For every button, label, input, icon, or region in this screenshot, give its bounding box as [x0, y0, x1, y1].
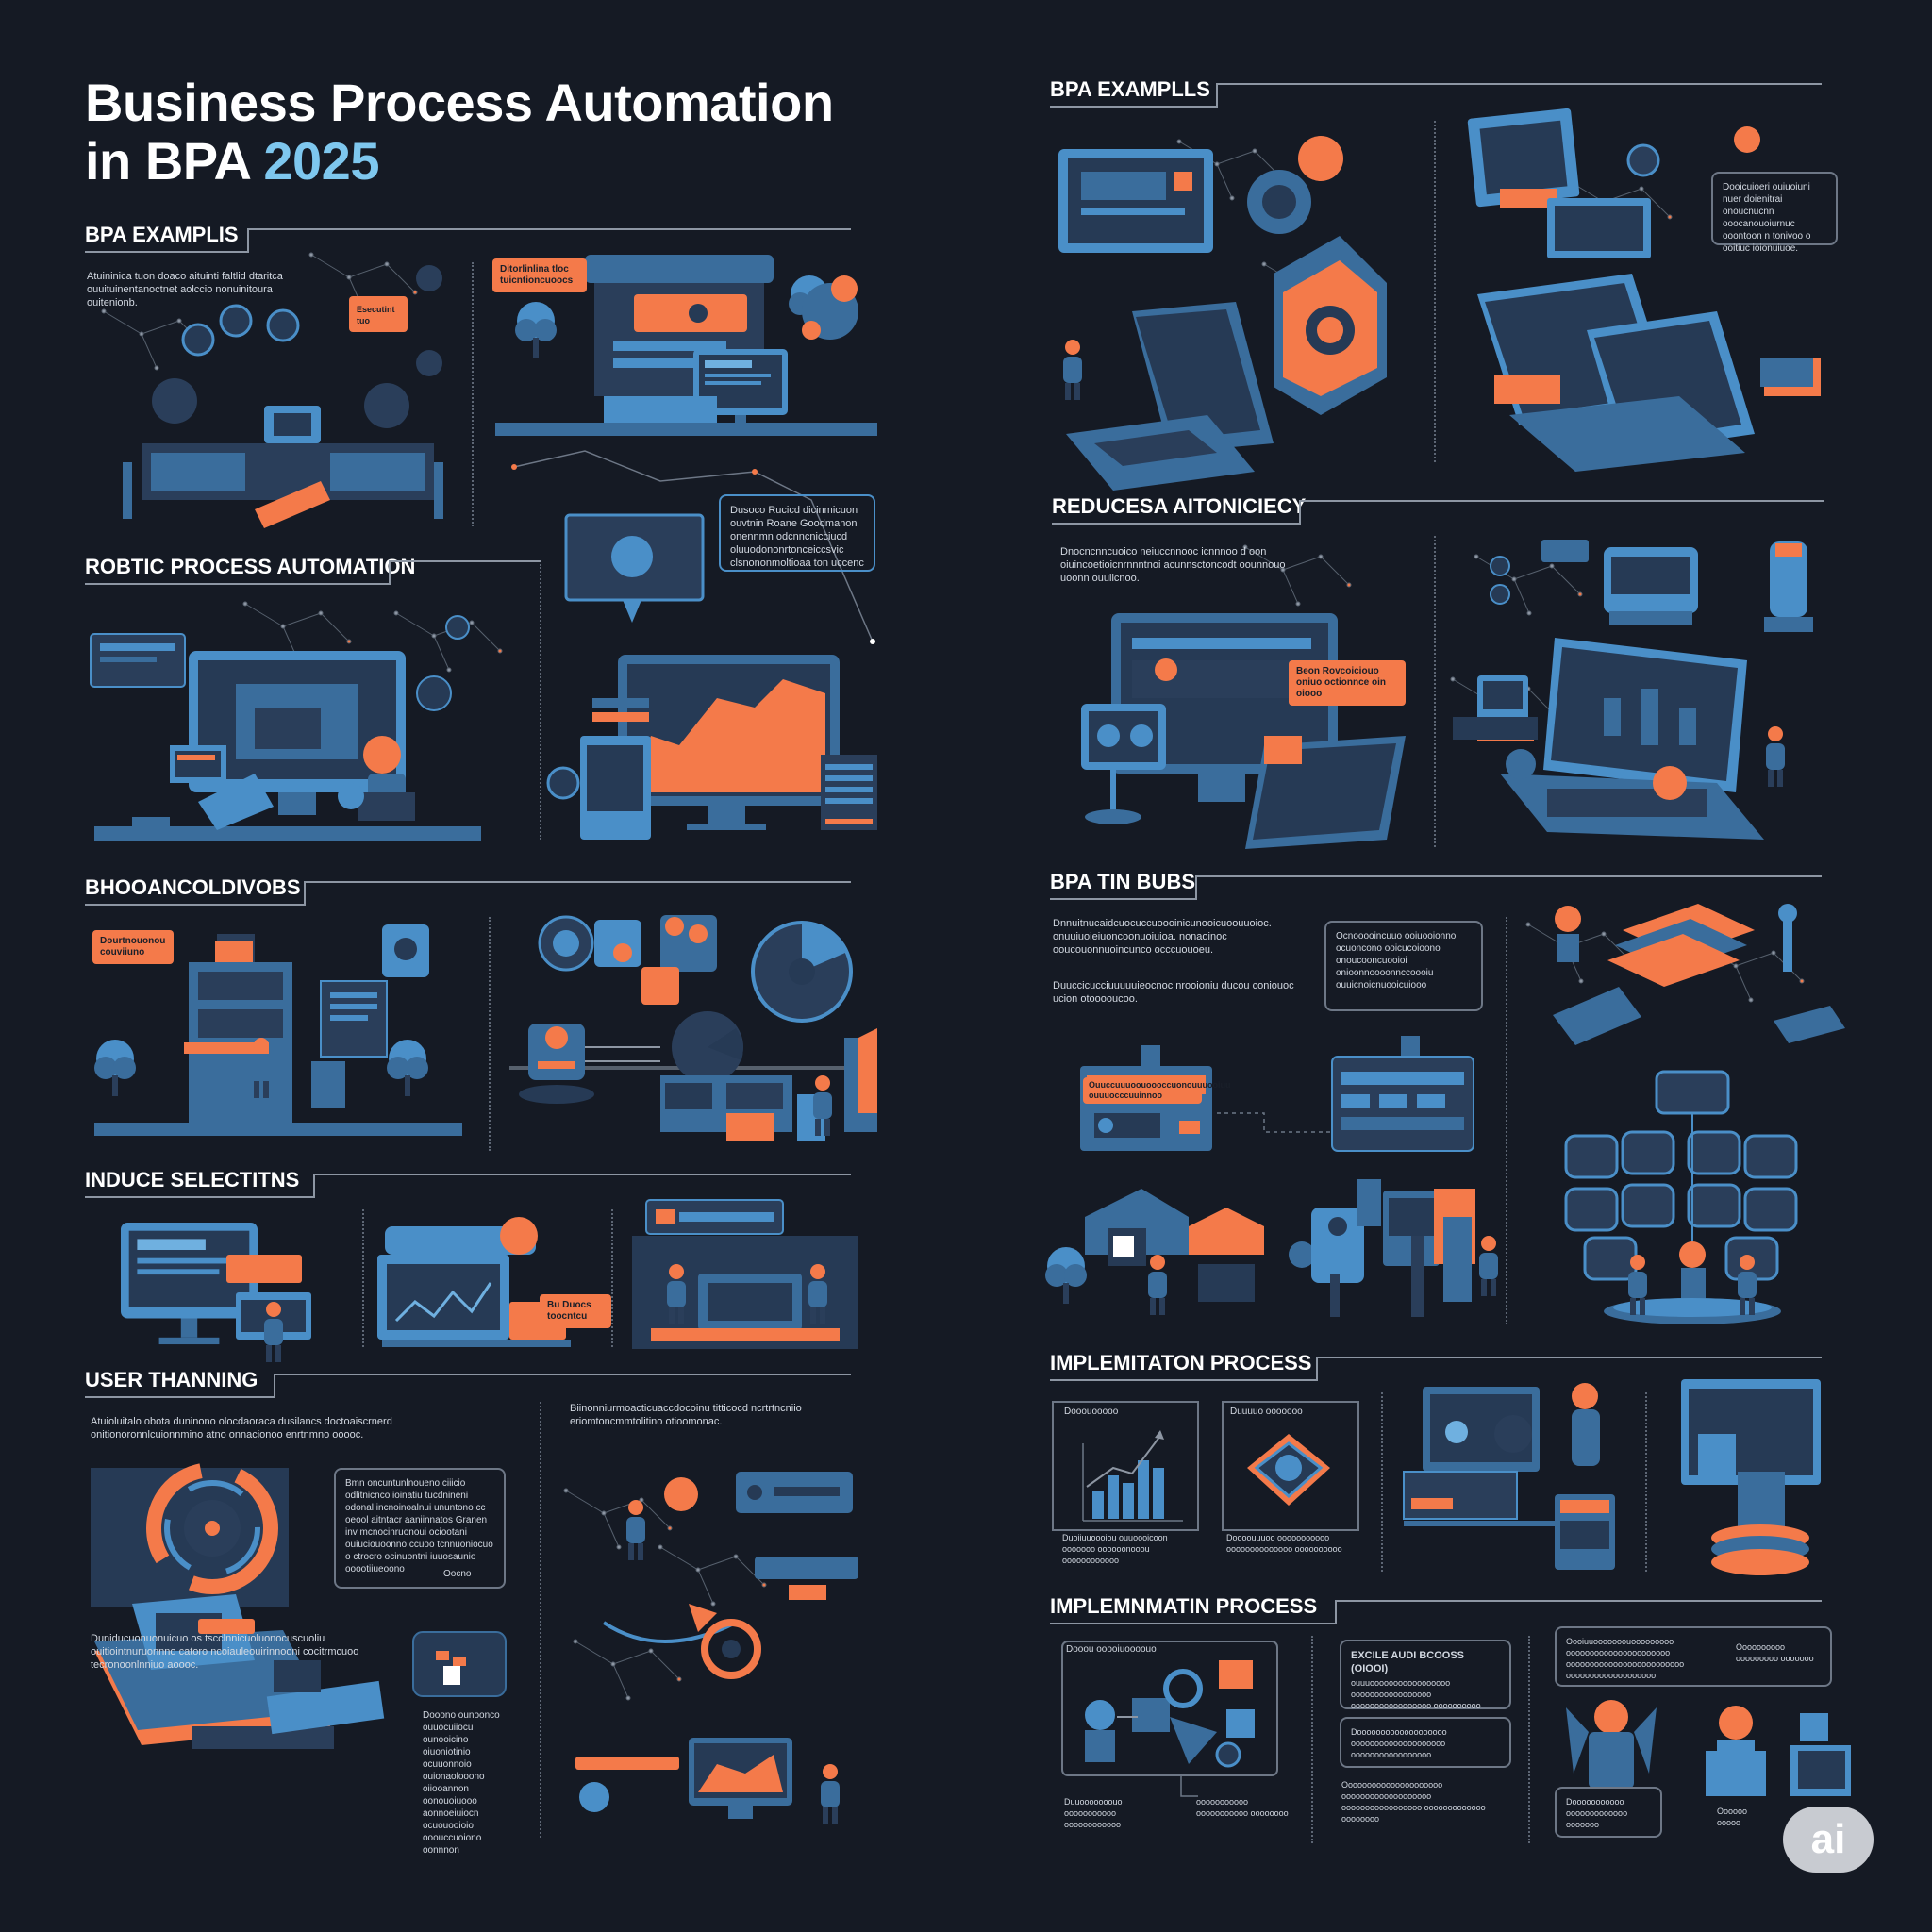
ai-badge: ai [1783, 1807, 1874, 1873]
section-title-l2: ROBTIC PROCESS AUTOMATION [85, 555, 416, 578]
section-title-l3: BHOOANCOLDIVOBS [85, 875, 301, 899]
divider [540, 1402, 541, 1838]
l5-list-text: Dooono ounoonco ouuocuiiocu ounooicino o… [423, 1710, 500, 1856]
r3-text-1: Dnnuitnucaidcuocuccuoooinicunooicuoouuoi… [1053, 918, 1272, 956]
r4-card1-title: Dooouooooo [1064, 1407, 1119, 1417]
r3-box-text: Ocnooooincuuo ooiuooionno ocuoncono ooic… [1336, 931, 1457, 991]
section-header-l3: BHOOANCOLDIVOBS [85, 875, 851, 908]
section-header-r5: IMPLEMNMATIN PROCESS [1050, 1594, 1822, 1626]
section-header-r2: REDUCESA AITONICIECY [1052, 494, 1824, 526]
r5-right-box: Oooiuuooooooouooooooooo oooooooooooooooo… [1555, 1626, 1832, 1687]
title-year: 2025 [263, 131, 379, 191]
section-header-r1: BPA EXAMPLLS [1050, 77, 1822, 109]
r1-box-text: Dooicuioeri ouiuoiuni nuer doienitrai on… [1723, 182, 1811, 254]
r3-callout: Ouuccuuuoouoooccuonouuuooiuu ouuuocccuui… [1083, 1077, 1230, 1104]
r4-card2-title: Duuuuo ooooooo [1230, 1407, 1303, 1417]
section-header-l5: USER THANNING [85, 1368, 851, 1400]
divider [1528, 1636, 1530, 1843]
divider [1506, 917, 1507, 1324]
l3-callout: Dourtnouonou couviiuno [92, 930, 174, 964]
r3-text-2: Duuccicucciuuuuuieocnoc nrooioniu ducou … [1053, 980, 1294, 1005]
r5-right-side: Oooooooooo ooooooooo ooooooo [1736, 1642, 1814, 1663]
section-header-r3: BPA TIN BUBS [1050, 870, 1822, 902]
r5-mid-text-3: Ooooooooooooooooooooo oooooooooooooooooo… [1341, 1780, 1486, 1824]
section-title-l1: BPA EXAMPLIS [85, 223, 239, 246]
r2-callout: Beon Rovcoiciouo oniuo octionnce oin oio… [1289, 660, 1406, 706]
l5-box-note: Oocno [443, 1569, 472, 1579]
l5-box-text: Bmn oncuntunlnoueno ciiicio odlitnicnco … [345, 1478, 493, 1574]
r5-card1-text-1: Duuooooooouo ooooooooooo oooooooooooo [1064, 1797, 1123, 1829]
r5-right-bottom-box: Dooooooooooo ooooooooooooo ooooooo [1555, 1787, 1662, 1838]
divider [1434, 536, 1436, 847]
section-header-r4: IMPLEMITATON PROCESS [1050, 1351, 1822, 1383]
section-title-l5: USER THANNING [85, 1368, 258, 1391]
r3-info-box: Ocnooooincuuo ooiuooionno ocuoncono ooic… [1324, 921, 1483, 1011]
r5-right-bottom: Dooooooooooo ooooooooooooo ooooooo [1566, 1797, 1628, 1829]
divider [1645, 1392, 1647, 1572]
l5-text-2: Biinonniurmoacticuaccdocoinu titticocd n… [570, 1403, 802, 1427]
section-title-r4: IMPLEMITATON PROCESS [1050, 1351, 1312, 1374]
section-header-l2: ROBTIC PROCESS AUTOMATION [85, 555, 541, 587]
r2-text: Dnocncnncuoico neiuccnnooc icnnnoo d oon… [1060, 546, 1286, 584]
divider [611, 1209, 613, 1347]
divider [489, 917, 491, 1151]
l2-info-box: Dusoco Rucicd dicinmicuon ouvtnin Roane … [719, 494, 875, 572]
r4-card1-text: Duoiiuuoooiou ouuoooicoon ooooooo oooooo… [1062, 1533, 1168, 1565]
r5-card1-title: Dooou ooooiuoooouo [1066, 1644, 1157, 1655]
section-title-r3: BPA TIN BUBS [1050, 870, 1195, 893]
section-title-l4: INDUCE SELECTITNS [85, 1168, 300, 1191]
l4-callout: Bu Duocs toocntcu [540, 1294, 611, 1328]
r5-right-text: Oooiuuooooooouooooooooo oooooooooooooooo… [1566, 1637, 1685, 1680]
r5-mid-text-2: Dooooooooooooooooooo ooooooooooooooooooo… [1351, 1727, 1447, 1759]
section-header-l4: INDUCE SELECTITNS [85, 1168, 851, 1200]
r5-mid-box-1: EXCILE AUDI BCOOSS (OIOOI) ouuuooooooooo… [1340, 1640, 1511, 1710]
r5-mid-title: EXCILE AUDI BCOOSS (OIOOI) [1351, 1650, 1464, 1674]
page-title: Business Process Automation in BPA 2025 [85, 74, 834, 191]
r5-mid-box-2: Dooooooooooooooooooo ooooooooooooooooooo… [1340, 1717, 1511, 1768]
divider [1381, 1392, 1383, 1572]
divider [362, 1209, 364, 1347]
section-header-l1: BPA EXAMPLIS [85, 223, 851, 255]
r5-mid-text-1: ouuuooooooooooooooooo ooooooooooooooooo … [1351, 1678, 1481, 1710]
r4-card2-text: Doooouuuoo ooooooooooo oooooooooooooo oo… [1226, 1533, 1342, 1554]
divider [1434, 121, 1436, 462]
l1-callout-1: Ditorlinlina tloc tuicntioncuoocs [492, 258, 587, 292]
divider [540, 564, 541, 840]
section-title-r5: IMPLEMNMATIN PROCESS [1050, 1594, 1318, 1618]
l5-info-box: Bmn oncuntunlnoueno ciiicio odlitnicnco … [334, 1468, 506, 1589]
l2-box-text: Dusoco Rucicd dicinmicuon ouvtnin Roane … [730, 505, 864, 569]
section-title-r2: REDUCESA AITONICIECY [1052, 494, 1307, 518]
r5-card1-text-2: ooooooooooo ooooooooooo oooooooo [1196, 1797, 1289, 1818]
l1-callout-2: Esecutint tuo [349, 298, 408, 332]
r1-info-box: Dooicuioeri ouiuoiuni nuer doienitrai on… [1711, 172, 1838, 254]
divider [1311, 1636, 1313, 1843]
l5-text-1: Atuioluitalo obota duninono olocdaoraca … [91, 1416, 392, 1441]
divider [472, 262, 474, 526]
l5-bottom-text: Duniducuonuonuicuo os tscclnnicuoluonocu… [91, 1633, 359, 1671]
title-line-2: in BPA 2025 [85, 131, 379, 191]
section-title-r1: BPA EXAMPLLS [1050, 77, 1210, 101]
l1-text: Atuininica tuon doaco aituinti faltlid d… [87, 271, 283, 308]
title-line-1: Business Process Automation [85, 73, 834, 132]
r5-right-note: Oooooo ooooo [1717, 1807, 1748, 1827]
